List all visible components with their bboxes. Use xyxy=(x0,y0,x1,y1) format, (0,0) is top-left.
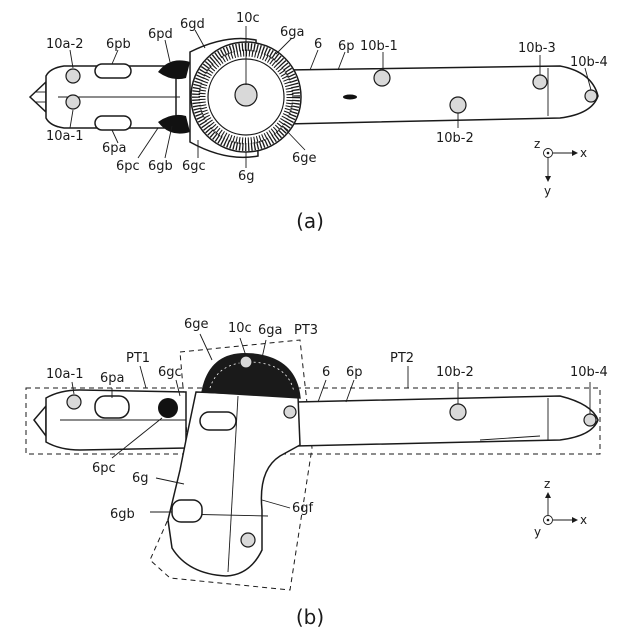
label-6ga: 6ga xyxy=(280,25,305,40)
label-b-6p: 6p xyxy=(346,365,363,380)
label-10c: 10c xyxy=(236,11,260,26)
axis-z-label: z xyxy=(534,137,540,151)
label-b-10b-2: 10b-2 xyxy=(436,365,474,380)
sensor-10a-2 xyxy=(66,69,80,83)
label-b-pt1: PT1 xyxy=(126,351,150,366)
sensor-10b-4 xyxy=(585,90,597,102)
label-b-6pa: 6pa xyxy=(100,371,125,386)
sensor-10a-1 xyxy=(66,95,80,109)
sensor-10b-3 xyxy=(533,75,547,89)
caption-a: (a) xyxy=(296,209,324,233)
label-6: 6 xyxy=(314,37,322,52)
sensor-b-10b-4 xyxy=(584,414,596,426)
sensor-b-10c xyxy=(240,356,252,368)
figure-b: 6ge 10c 6ga PT3 10a-1 PT1 6pa 6gc 6 6p P… xyxy=(26,317,608,629)
label-6pd: 6pd xyxy=(148,27,173,42)
axis-y-label: y xyxy=(544,184,551,198)
sensor-10c xyxy=(235,84,257,106)
label-6gc: 6gc xyxy=(182,159,206,174)
sensor-10b-2 xyxy=(450,97,466,113)
axis-b-z-label: z xyxy=(544,477,550,491)
sensor-b-10a-1 xyxy=(67,395,81,409)
sensor-b-10b-2 xyxy=(450,404,466,420)
label-10b-4: 10b-4 xyxy=(570,55,608,70)
label-10b-1: 10b-1 xyxy=(360,39,398,54)
label-b-6ga: 6ga xyxy=(258,323,283,338)
label-b-6gb: 6gb xyxy=(110,507,135,522)
label-6pc: 6pc xyxy=(116,159,140,174)
caption-b: (b) xyxy=(296,605,324,629)
label-b-10b-4: 10b-4 xyxy=(570,365,608,380)
label-6gb: 6gb xyxy=(148,159,173,174)
label-b-10c: 10c xyxy=(228,321,252,336)
label-6pb: 6pb xyxy=(106,37,131,52)
label-6pa: 6pa xyxy=(102,141,127,156)
label-10b-3: 10b-3 xyxy=(518,41,556,56)
axis-b-x-label: x xyxy=(580,513,587,527)
label-10a-2: 10a-2 xyxy=(46,37,83,52)
label-b-6ge: 6ge xyxy=(184,317,209,332)
label-10a-1: 10a-1 xyxy=(46,129,83,144)
axis-x-label: x xyxy=(580,146,587,160)
axes-a: z x y xyxy=(534,137,587,198)
label-6g: 6g xyxy=(238,169,255,184)
figure-a: 10a-2 10a-1 6pb 6pa 6pd 6gd 10c 6ga 6 6p… xyxy=(30,11,608,233)
label-b-pt3: PT3 xyxy=(294,323,318,338)
label-b-6gf: 6gf xyxy=(292,501,314,516)
label-6gd: 6gd xyxy=(180,17,205,32)
label-b-6g: 6g xyxy=(132,471,149,486)
label-b-6: 6 xyxy=(322,365,330,380)
axes-b: z x y xyxy=(534,477,587,539)
label-b-6gc: 6gc xyxy=(158,365,182,380)
label-b-10a-1: 10a-1 xyxy=(46,367,83,382)
label-6p: 6p xyxy=(338,39,355,54)
label-b-pt2: PT2 xyxy=(390,351,414,366)
sensor-10b-1 xyxy=(374,70,390,86)
label-b-6pc: 6pc xyxy=(92,461,116,476)
label-10b-2: 10b-2 xyxy=(436,131,474,146)
label-6ge: 6ge xyxy=(292,151,317,166)
axis-b-y-label: y xyxy=(534,525,541,539)
